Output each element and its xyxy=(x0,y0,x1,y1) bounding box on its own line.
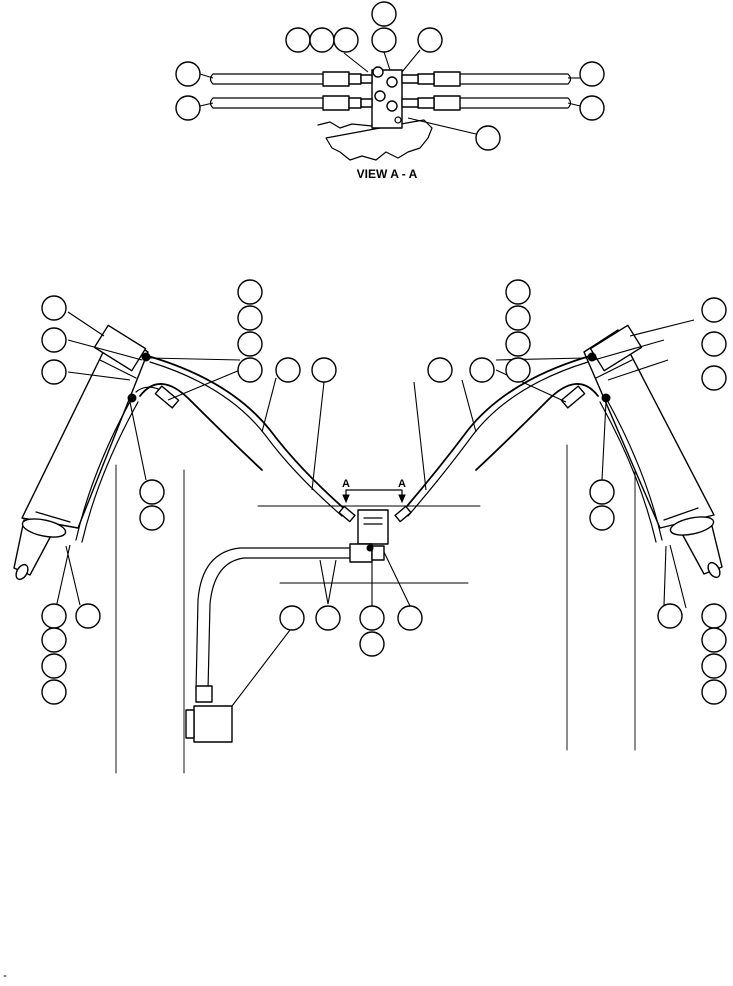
left-cylinder-tube xyxy=(75,397,139,543)
callout-balloon xyxy=(417,27,443,53)
pump-body xyxy=(193,705,233,743)
center-valve-block xyxy=(357,509,389,545)
callout-balloon xyxy=(139,505,165,531)
callout-balloon xyxy=(279,605,305,631)
callout-balloon xyxy=(371,1,397,27)
callout-balloon xyxy=(701,331,727,357)
upper-right-hose xyxy=(459,73,572,85)
callout-balloon xyxy=(701,365,727,391)
right-lift-cylinder xyxy=(583,324,723,579)
callout-balloon xyxy=(589,479,615,505)
section-mark-right: A xyxy=(398,478,406,490)
block-bolt xyxy=(394,116,402,124)
callout-balloons xyxy=(41,1,727,705)
callout-balloon xyxy=(311,357,337,383)
right-hose-outer xyxy=(401,355,591,513)
callout-balloon xyxy=(41,327,67,353)
hose-end-fitting xyxy=(195,685,213,703)
callout-balloon xyxy=(237,357,263,383)
center-valve-assembly: A A xyxy=(185,478,406,743)
callout-balloon xyxy=(469,357,495,383)
callout-balloon xyxy=(237,331,263,357)
callout-balloon xyxy=(505,357,531,383)
right-cylinder-barrel xyxy=(583,329,715,529)
callout-balloon xyxy=(41,679,67,705)
callout-balloon xyxy=(701,627,727,653)
callout-balloon xyxy=(315,605,341,631)
hose-routing xyxy=(135,355,599,523)
supply-hose-lower xyxy=(207,557,351,691)
left-hose-outer xyxy=(147,355,349,513)
callout-balloon xyxy=(41,295,67,321)
section-mark-left: A xyxy=(342,478,350,490)
callout-balloon xyxy=(359,631,385,657)
view-a-a-detail: VIEW A - A xyxy=(209,66,572,181)
left-lift-cylinder xyxy=(13,324,151,581)
callout-balloon xyxy=(589,505,615,531)
right-hose-inner xyxy=(475,383,599,471)
callout-balloon xyxy=(175,61,201,87)
upper-left-hose xyxy=(209,73,324,85)
callout-balloon xyxy=(701,653,727,679)
callout-balloon xyxy=(701,297,727,323)
right-frame-rail xyxy=(566,439,636,751)
left-hose-inner xyxy=(139,383,263,471)
callout-balloon xyxy=(175,95,201,121)
callout-balloon xyxy=(701,603,727,629)
view-caption: VIEW A - A xyxy=(357,167,418,181)
callout-balloon xyxy=(505,305,531,331)
callout-balloon xyxy=(275,357,301,383)
callout-balloon xyxy=(657,603,683,629)
callout-balloon xyxy=(505,279,531,305)
left-frame-rail xyxy=(115,464,185,774)
callout-balloon xyxy=(475,125,501,151)
callout-balloon xyxy=(427,357,453,383)
callout-balloon xyxy=(41,359,67,385)
callout-balloon xyxy=(397,605,423,631)
callout-balloon xyxy=(41,627,67,653)
callout-balloon xyxy=(579,95,605,121)
right-cylinder-tube xyxy=(599,397,663,543)
lower-right-hose xyxy=(459,97,572,109)
callout-balloon xyxy=(237,279,263,305)
callout-balloon xyxy=(41,653,67,679)
callout-balloon xyxy=(701,679,727,705)
callout-balloon xyxy=(371,27,397,53)
callout-balloon xyxy=(237,305,263,331)
callout-balloon xyxy=(309,27,335,53)
leader-lines xyxy=(55,28,695,707)
callout-balloon xyxy=(359,605,385,631)
lower-left-hose xyxy=(209,97,324,109)
frame-rails xyxy=(115,439,636,774)
callout-balloon xyxy=(41,603,67,629)
callout-balloon xyxy=(139,479,165,505)
callout-balloon xyxy=(505,331,531,357)
section-line-a-a xyxy=(345,489,403,496)
callout-balloon xyxy=(285,27,311,53)
callout-balloon xyxy=(75,603,101,629)
callout-balloon xyxy=(579,61,605,87)
supply-hose-upper xyxy=(195,547,351,691)
callout-balloon xyxy=(333,27,359,53)
